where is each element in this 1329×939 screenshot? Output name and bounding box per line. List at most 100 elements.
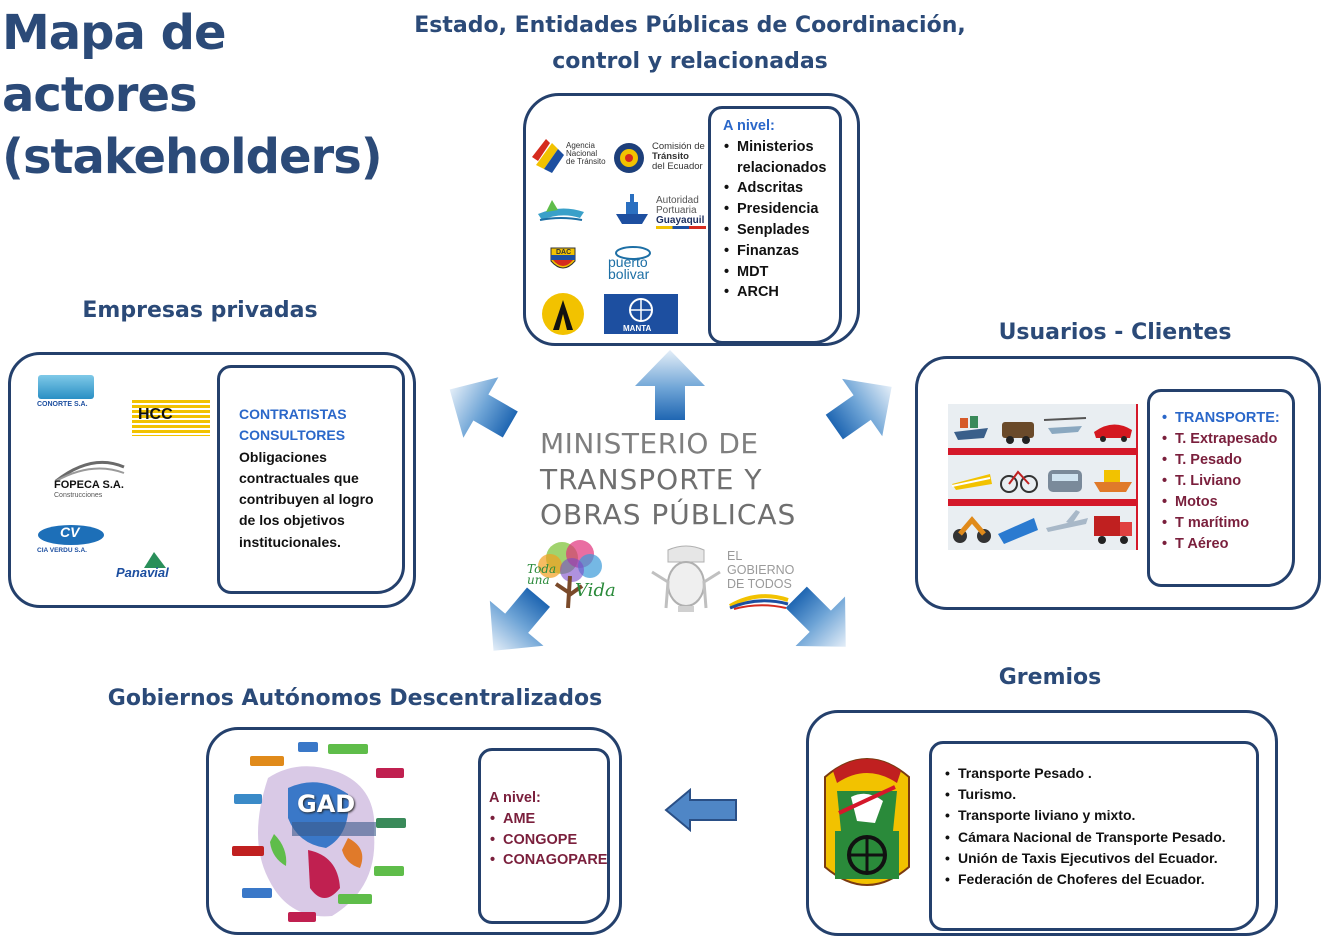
transport-grid — [948, 404, 1138, 550]
ecuador-coat-of-arms-icon — [651, 545, 721, 612]
apg-l2: Portuaria — [656, 205, 697, 216]
cv-logo-sub: CIA VERDU S.A. — [37, 547, 87, 554]
panavial-logo-icon — [144, 552, 166, 568]
cae-logo-icon — [542, 293, 584, 335]
state-item: Adscritas — [723, 178, 843, 199]
gremios-item: Unión de Taxis Ejecutivos del Ecuador. — [944, 848, 1264, 869]
users-item: Motos — [1161, 492, 1291, 513]
state-item: ARCH — [723, 282, 843, 303]
apg-ship-icon — [616, 194, 648, 224]
gad-section-title: Gobiernos Autónomos Descentralizados — [107, 686, 603, 711]
gremios-item: Turismo. — [944, 784, 1264, 805]
fopeca-bridge-icon — [55, 460, 125, 483]
private-line1: CONTRATISTAS — [239, 406, 347, 422]
gremios-section-title: Gremios — [998, 665, 1102, 690]
gov-l2: GOBIERNO — [727, 563, 795, 577]
toda-una-label: Toda una — [527, 562, 557, 587]
users-item: T. Pesado — [1161, 450, 1291, 471]
state-levels-list: A nivel: Ministerios relacionados Adscri… — [723, 116, 843, 303]
gov-l3: DE TODOS — [727, 577, 792, 591]
state-item: Finanzas — [723, 241, 843, 262]
state-section-title: Estado, Entidades Públicas de Coordinaci… — [380, 8, 1000, 80]
state-item: Ministerios relacionados — [723, 137, 843, 179]
puerto-bolivar-icon — [615, 246, 651, 260]
cte-l1: Comisión de — [652, 141, 705, 152]
gad-level-label: A nivel: — [489, 790, 541, 806]
ministry-line1: MINISTERIO DE — [540, 427, 759, 460]
gad-map-label: GAD — [297, 790, 356, 818]
puerto-bolivar-label: puerto bolivar — [608, 254, 650, 282]
cv-logo-label: CV — [60, 524, 80, 540]
gobierno-de-todos-label: EL GOBIERNO DE TODOS — [727, 549, 794, 591]
state-item: Senplades — [723, 220, 843, 241]
gremios-item: Transporte liviano y mixto. — [944, 805, 1264, 826]
state-level-label: A nivel: — [723, 118, 775, 134]
ant-logo-icon — [532, 139, 564, 173]
arrow-right-down-icon — [785, 586, 846, 647]
ferry-logo-icon — [538, 200, 584, 221]
hcc-logo-label: HCC — [138, 406, 173, 423]
apg-logo-label: Autoridad Portuaria Guayaquil — [656, 196, 710, 226]
pb-l2: bolivar — [608, 266, 650, 282]
apg-flag-stripe — [656, 226, 706, 229]
users-item: T. Extrapesado — [1161, 429, 1291, 450]
gremios-item: Cámara Nacional de Transporte Pesado. — [944, 827, 1264, 848]
cte-l2: Tránsito — [652, 151, 689, 162]
private-section-title: Empresas privadas — [82, 298, 318, 323]
arrow-up-icon — [635, 350, 705, 420]
dac-logo-label: DAC — [556, 249, 572, 256]
arrow-left-down-icon — [489, 587, 550, 651]
gobierno-swoosh-icon — [729, 594, 789, 610]
gremios-list: Transporte Pesado . Turismo. Transporte … — [944, 763, 1264, 890]
gov-l1: EL — [727, 549, 743, 563]
page-title-line2: (stakeholders) — [2, 129, 383, 185]
state-item: MDT — [723, 262, 843, 283]
toda-l1: Toda — [527, 562, 557, 576]
page-title-line1: Mapa de actores — [2, 5, 227, 123]
gad-items: AME CONGOPE CONAGOPARE — [489, 809, 614, 871]
arrow-left-up-icon — [449, 377, 518, 438]
state-item: Presidencia — [723, 199, 843, 220]
helicopter-icon — [1042, 404, 1089, 448]
federacion-choferes-emblem-icon — [824, 758, 910, 886]
dac-logo-icon — [550, 247, 576, 269]
users-item: T marítimo — [1161, 513, 1291, 534]
fopeca-logo-sub: Construcciones — [54, 492, 103, 499]
toda-l2: una — [527, 573, 550, 587]
ant-logo-label: Agencia Nacional de Tránsito — [566, 141, 606, 166]
ministry-line3: OBRAS PÚBLICAS — [540, 498, 797, 531]
ministry-line2: TRANSPORTE Y — [540, 463, 763, 496]
apg-l3: Guayaquil — [656, 215, 705, 226]
gad-map-icon — [232, 742, 406, 922]
page-title: Mapa de actores (stakeholders) — [2, 2, 383, 188]
manta-logo-icon — [604, 294, 678, 334]
cte-l3: del Ecuador — [652, 161, 703, 172]
gad-item: CONGOPE — [489, 830, 614, 851]
vida-label: Vida — [575, 580, 616, 601]
users-item: T Aéreo — [1161, 534, 1291, 555]
motorcycle-icon — [948, 506, 995, 550]
private-line2: CONSULTORES — [239, 427, 346, 444]
users-items: TRANSPORTE: T. Extrapesado T. Pesado T. … — [1161, 408, 1291, 555]
pb-l1: puerto — [608, 254, 648, 270]
users-item: T. Liviano — [1161, 471, 1291, 492]
gad-item: AME — [489, 809, 614, 830]
panavial-logo-label: Panavial — [116, 565, 169, 580]
users-list: TRANSPORTE: T. Extrapesado T. Pesado T. … — [1161, 408, 1291, 555]
private-text: CONTRATISTAS CONSULTORES Obligaciones co… — [239, 404, 389, 553]
gremios-items: Transporte Pesado . Turismo. Transporte … — [944, 763, 1264, 890]
gad-item: CONAGOPARE — [489, 850, 614, 871]
gremios-item: Federación de Choferes del Ecuador. — [944, 869, 1264, 890]
gad-levels-list: A nivel: AME CONGOPE CONAGOPARE — [489, 788, 614, 871]
users-section-title: Usuarios - Clientes — [998, 320, 1232, 345]
hcc-logo-icon — [132, 400, 210, 436]
arrow-left-icon — [664, 788, 737, 832]
toda-una-vida-tree-icon — [538, 540, 602, 609]
conorte-logo-icon — [38, 375, 94, 399]
fopeca-logo-label: FOPECA S.A. — [54, 479, 124, 491]
cte-logo-label: Comisión de Tránsito del Ecuador — [652, 142, 712, 172]
transport-grid-drawings — [951, 416, 1132, 544]
users-heading: TRANSPORTE: — [1161, 408, 1291, 429]
conorte-logo-label: CONORTE S.A. — [37, 401, 88, 408]
apg-l1: Autoridad — [656, 195, 699, 206]
